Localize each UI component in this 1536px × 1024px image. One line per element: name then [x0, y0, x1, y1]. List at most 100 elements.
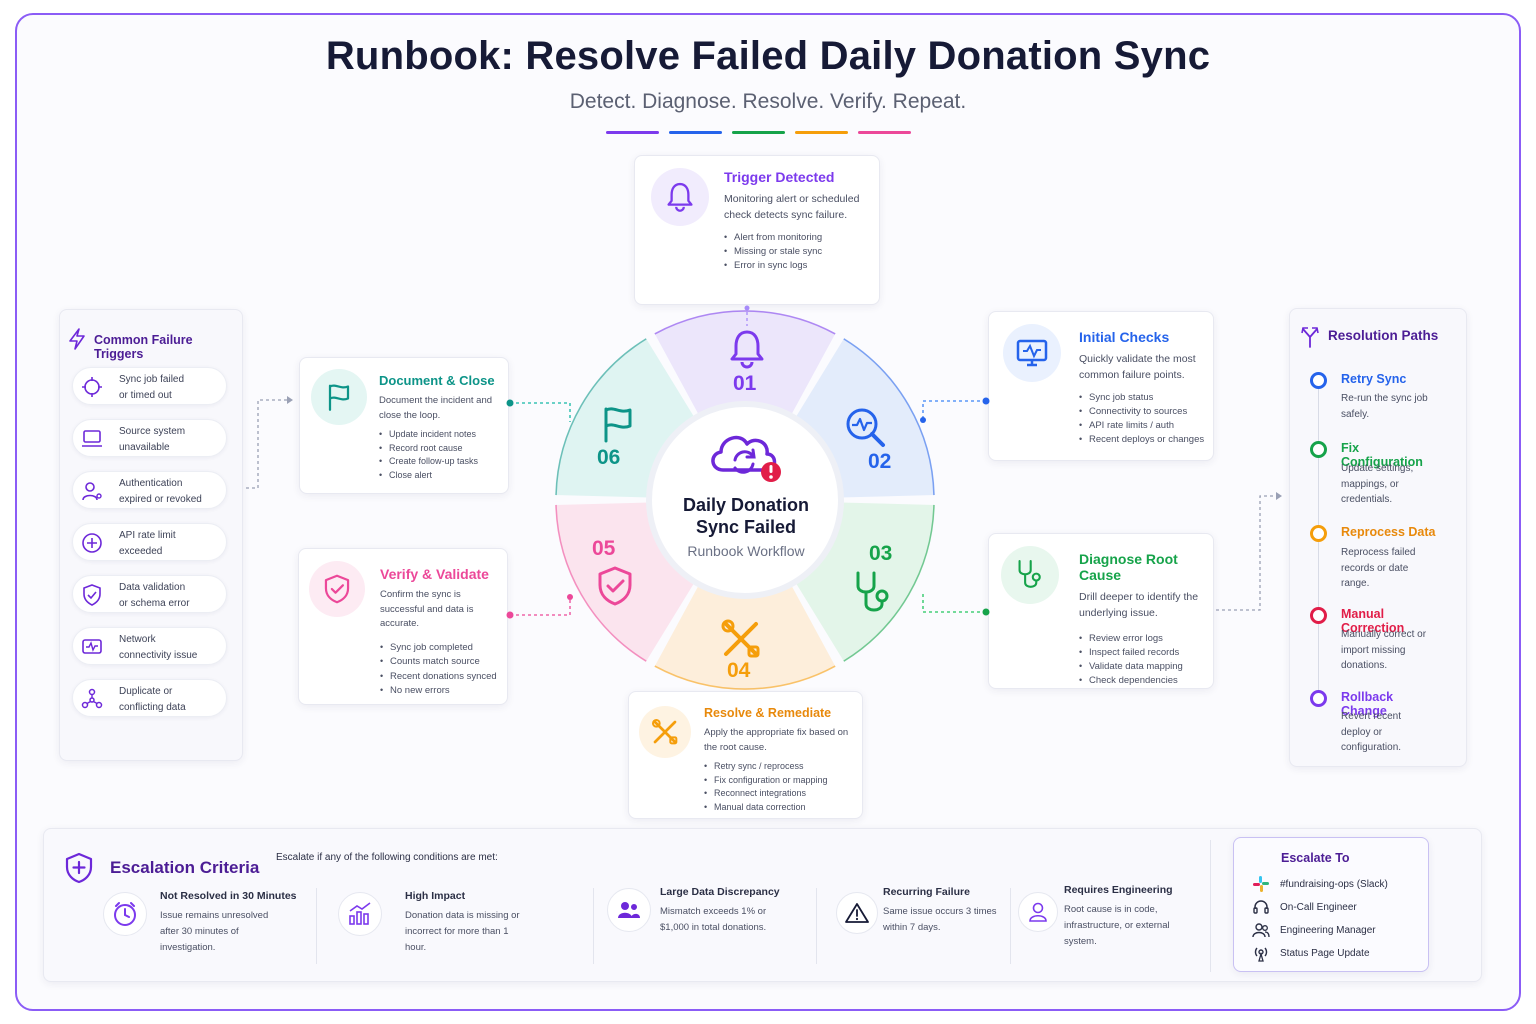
- resolution-dot: [1310, 441, 1327, 458]
- step-list-item: Update incident notes: [379, 428, 505, 442]
- step-list: Sync job completed Counts match source R…: [380, 641, 505, 698]
- criterion-title: High Impact: [405, 890, 466, 902]
- resolution-desc: Re-run the sync job safely.: [1341, 393, 1428, 420]
- flag-icon-badge: [311, 369, 367, 425]
- step-list-item: Retry sync / reprocess: [704, 760, 859, 774]
- flag-icon: [604, 407, 632, 443]
- step-description: Apply the appropriate fix based on the r…: [704, 727, 849, 753]
- trigger-line1: Authentication: [119, 478, 183, 489]
- criterion-desc: Mismatch exceeds 1% or $1,000 in total d…: [660, 906, 767, 934]
- stethoscope-icon: [856, 571, 889, 612]
- resolution-title: Rollback Change: [1341, 690, 1394, 718]
- step-title: Verify & Validate: [380, 566, 489, 582]
- stethoscope-icon: [1018, 560, 1041, 588]
- resolution-timeline: [1318, 387, 1319, 699]
- failure-trigger-item: Authentication expired or revoked: [72, 471, 227, 509]
- step-number-02: 02: [868, 450, 892, 473]
- connector-dot: [506, 399, 514, 407]
- step-list-item: Recent donations synced: [380, 670, 505, 684]
- page-title: Runbook: Resolve Failed Daily Donation S…: [325, 34, 1211, 78]
- step-list: Sync job status Connectivity to sources …: [1079, 391, 1211, 448]
- resolution-paths-panel: Resolution Paths Retry Sync Re-run the s…: [1289, 308, 1467, 767]
- step-list-item: Create follow-up tasks: [379, 455, 505, 469]
- connector-diagnose: [922, 592, 986, 613]
- escalation-criterion: Recurring Failure Same issue occurs 3 ti…: [883, 886, 1003, 936]
- step-title: Diagnose Root Cause: [1079, 551, 1178, 583]
- resolution-dot: [1310, 607, 1327, 624]
- color-bar: [669, 131, 722, 134]
- resolution-paths-title: Resolution Paths: [1328, 328, 1439, 343]
- trigger-line2: conflicting data: [119, 701, 186, 713]
- step-list-item: Sync job completed: [380, 641, 505, 655]
- connector-initial: [922, 400, 986, 420]
- escalate-to-title: Escalate To: [1281, 851, 1350, 865]
- step-list-item: Manual data correction: [704, 801, 859, 815]
- headset-icon: [1253, 900, 1269, 914]
- shield-icon: [83, 584, 101, 606]
- connector-document: [510, 402, 571, 422]
- step-list-item: Inspect failed records: [1079, 646, 1211, 660]
- step-card-diagnose-root-cause: Diagnose Root Cause Drill deeper to iden…: [988, 533, 1214, 689]
- step-list: Alert from monitoring Missing or stale s…: [724, 231, 874, 274]
- connector-resolution-paths: [1216, 495, 1276, 611]
- users-icon-badge: [607, 888, 651, 932]
- trigger-line2: or timed out: [119, 389, 172, 401]
- trigger-line1: Duplicate or: [119, 686, 173, 697]
- lightning-icon: [69, 328, 85, 350]
- wheel-segment-06: [555, 337, 695, 498]
- trigger-line1: API rate limit: [119, 530, 176, 541]
- shield-check-icon: [324, 574, 350, 604]
- escalate-to-item[interactable]: On-Call Engineer: [1252, 898, 1357, 916]
- center-subtitle: Runbook Workflow: [687, 543, 805, 559]
- step-description: Quickly validate the most common failure…: [1079, 353, 1196, 382]
- trigger-line2: expired or revoked: [119, 493, 202, 505]
- escalation-criterion: Not Resolved in 30 Minutes Issue remains…: [160, 890, 300, 956]
- wheel-segment-edge: [555, 338, 647, 496]
- step-list-item: Fix configuration or mapping: [704, 774, 859, 788]
- warning-icon-badge: [836, 892, 878, 934]
- color-bars: [606, 131, 911, 134]
- failure-trigger-item: API rate limit exceeded: [72, 523, 227, 561]
- step-list-item: Connectivity to sources: [1079, 405, 1211, 419]
- criterion-title: Not Resolved in 30 Minutes: [160, 890, 297, 902]
- divider: [1210, 840, 1211, 972]
- step-list-item: API rate limits / auth: [1079, 419, 1211, 433]
- tools-icon: [721, 619, 760, 658]
- criterion-title: Requires Engineering: [1064, 884, 1173, 896]
- stethoscope-icon-badge: [1001, 546, 1059, 604]
- divider: [1010, 888, 1011, 964]
- step-list-item: Review error logs: [1079, 632, 1211, 646]
- cloud-sync-error-icon: [711, 435, 781, 482]
- shield-check-icon-badge: [309, 561, 365, 617]
- wheel-segment-03: [795, 502, 935, 663]
- escalate-to-item[interactable]: Engineering Manager: [1252, 921, 1376, 939]
- escalate-to-item[interactable]: #fundraising-ops (Slack): [1252, 875, 1388, 893]
- step-list-item: Error in sync logs: [724, 259, 874, 273]
- step-list-item: Check dependencies: [1079, 674, 1211, 688]
- trigger-line2: exceeded: [119, 545, 163, 557]
- failure-triggers-title: Common Failure Triggers: [94, 333, 193, 361]
- server-icon: [82, 430, 102, 447]
- failure-trigger-item: Duplicate or conflicting data: [72, 679, 227, 717]
- resolution-desc: Update settings, mappings, or credential…: [1341, 463, 1414, 505]
- criterion-title: Large Data Discrepancy: [660, 886, 780, 898]
- resolution-dot: [1310, 525, 1327, 542]
- escalate-to-label: Status Page Update: [1280, 947, 1370, 959]
- connector-dot: [506, 611, 514, 619]
- resolution-dot: [1310, 372, 1327, 389]
- step-list-item: Missing or stale sync: [724, 245, 874, 259]
- step-list-item: Record root cause: [379, 442, 505, 456]
- engineer-icon-badge: [1018, 892, 1058, 932]
- branch-icon: [1301, 327, 1319, 348]
- step-title: Resolve & Remediate: [704, 706, 832, 720]
- criterion-desc: Issue remains unresolved after 30 minute…: [160, 910, 269, 954]
- resolution-desc: Reprocess failed records or date range.: [1341, 547, 1416, 589]
- step-number-04: 04: [727, 659, 751, 682]
- escalate-to-item[interactable]: Status Page Update: [1252, 944, 1370, 962]
- step-list: Review error logs Inspect failed records…: [1079, 632, 1211, 689]
- wheel-segment-edge: [654, 310, 836, 335]
- step-card-verify-validate: Verify & Validate Confirm the sync is su…: [298, 548, 508, 705]
